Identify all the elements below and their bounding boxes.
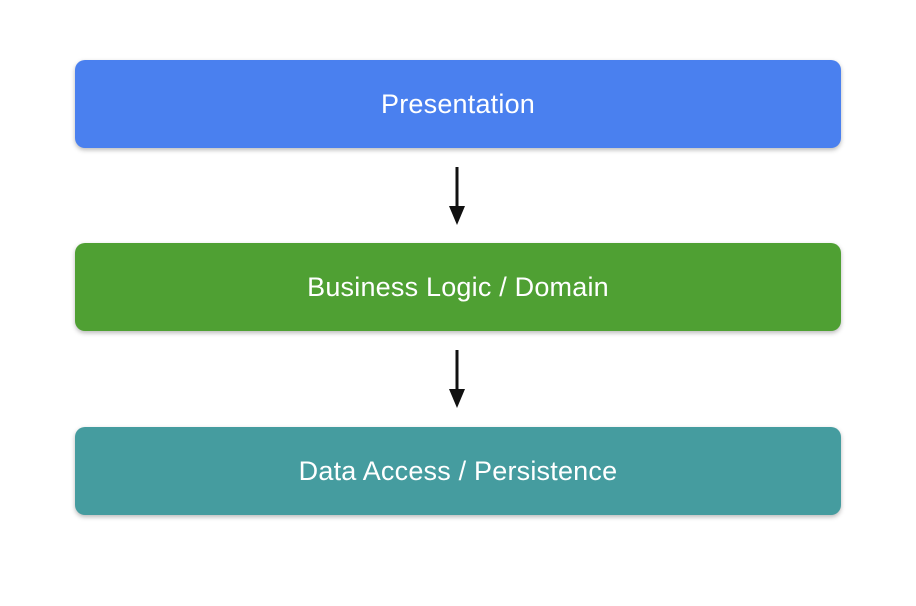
- layer-label-business-logic: Business Logic / Domain: [307, 271, 609, 302]
- layer-label-presentation: Presentation: [381, 88, 535, 119]
- layer-label-data-access: Data Access / Persistence: [298, 455, 618, 486]
- down-arrow-icon: [442, 166, 472, 226]
- layer-node-business-logic: Business Logic / Domain: [75, 243, 841, 331]
- layer-node-data-access: Data Access / Persistence: [75, 427, 841, 515]
- down-arrow-icon: [442, 349, 472, 409]
- layer-node-presentation: Presentation: [75, 60, 841, 148]
